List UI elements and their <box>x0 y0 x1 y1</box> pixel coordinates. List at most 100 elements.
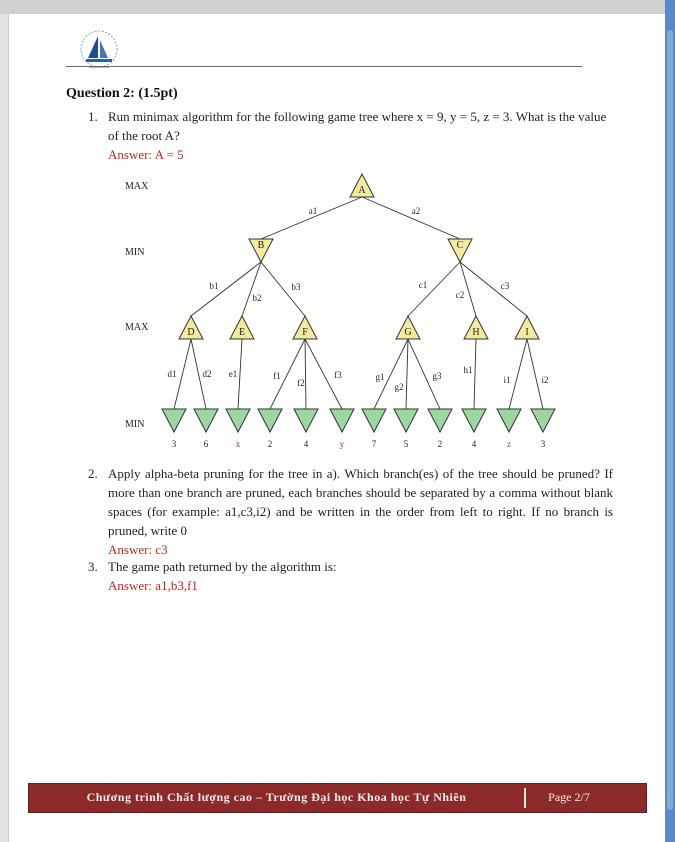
item-body: Run minimax algorithm for the following … <box>108 107 613 164</box>
edge-label-f1: f1 <box>273 371 281 381</box>
question-title: Question 2: (1.5pt) <box>66 86 178 101</box>
leaf-node-9 <box>461 408 487 434</box>
vertical-scrollbar[interactable] <box>665 0 675 842</box>
item-number: 2. <box>88 466 98 481</box>
leaf-value-5: y <box>340 439 345 449</box>
answer-text: Answer: c3 <box>108 542 168 557</box>
edge-leaf-5 <box>304 338 343 410</box>
node-G-label: G <box>404 327 411 338</box>
node-B <box>248 238 274 264</box>
answer-text: Answer: A = 5 <box>108 147 184 162</box>
edge-a2 <box>361 196 461 240</box>
page-footer: Chương trình Chất lượng cao – Trường Đại… <box>28 783 647 813</box>
leaf-value-9: 4 <box>472 439 477 449</box>
footer-separator <box>524 788 526 808</box>
leaf-value-2: x <box>236 439 241 449</box>
edge-b2 <box>241 261 262 317</box>
node-F-label: F <box>302 327 308 338</box>
leaf-value-11: 3 <box>541 439 546 449</box>
edge-a1 <box>260 196 363 240</box>
edge-label-c3: c3 <box>501 281 510 291</box>
level-label-min: MIN <box>125 247 144 258</box>
node-E <box>229 314 255 340</box>
edge-leaf-9 <box>473 338 477 410</box>
leaf-node-7 <box>393 408 419 434</box>
edge-label-b3: b3 <box>292 282 302 292</box>
edge-leaf-2 <box>237 338 243 410</box>
university-logo-icon <box>80 30 118 68</box>
edge-label-h1: h1 <box>464 365 473 375</box>
edge-label-a1: a1 <box>309 206 318 216</box>
node-G <box>395 314 421 340</box>
leaf-node-3 <box>257 408 283 434</box>
leaf-node-11 <box>530 408 556 434</box>
item-body: The game path returned by the algorithm … <box>108 557 613 595</box>
document-page <box>8 14 665 842</box>
leaf-value-0: 3 <box>172 439 177 449</box>
level-label-min: MIN <box>125 419 144 430</box>
leaf-node-1 <box>193 408 219 434</box>
leaf-value-1: 6 <box>204 439 209 449</box>
edge-label-a2: a2 <box>412 206 421 216</box>
leaf-value-8: 2 <box>438 439 443 449</box>
node-A <box>349 172 375 198</box>
edge-c2 <box>459 261 477 317</box>
item-text: The game path returned by the algorithm … <box>108 559 337 574</box>
edge-c3 <box>459 261 528 317</box>
level-label-max: MAX <box>125 322 149 333</box>
node-D-label: D <box>187 327 194 338</box>
edge-leaf-1 <box>190 338 207 410</box>
edge-leaf-8 <box>407 338 441 410</box>
edge-leaf-0 <box>173 338 192 410</box>
node-B-label: B <box>258 240 265 251</box>
edge-label-i2: i2 <box>541 375 548 385</box>
leaf-value-10: z <box>507 439 511 449</box>
edge-label-c2: c2 <box>456 290 465 300</box>
item-number: 1. <box>88 109 98 124</box>
edge-label-e1: e1 <box>229 369 238 379</box>
edge-label-d1: d1 <box>168 369 177 379</box>
answer-text: Answer: a1,b3,f1 <box>108 578 198 593</box>
node-D <box>178 314 204 340</box>
edge-leaf-4 <box>304 338 307 410</box>
edge-label-d2: d2 <box>203 369 212 379</box>
edge-label-f3: f3 <box>334 370 342 380</box>
edge-b3 <box>260 261 306 317</box>
item-number: 3. <box>88 559 98 574</box>
edge-c1 <box>407 261 461 317</box>
node-I <box>514 314 540 340</box>
leaf-node-5 <box>329 408 355 434</box>
leaf-value-4: 4 <box>304 439 309 449</box>
edge-leaf-7 <box>405 338 409 410</box>
leaf-value-7: 5 <box>404 439 409 449</box>
leaf-node-0 <box>161 408 187 434</box>
node-F <box>292 314 318 340</box>
node-H <box>463 314 489 340</box>
node-C <box>447 238 473 264</box>
edge-leaf-6 <box>373 338 409 410</box>
item-text: Apply alpha-beta pruning for the tree in… <box>108 466 613 538</box>
edge-leaf-3 <box>269 338 306 410</box>
edge-b1 <box>190 261 262 317</box>
leaf-node-10 <box>496 408 522 434</box>
top-bar <box>0 0 675 14</box>
level-label-max: MAX <box>125 181 149 192</box>
edge-label-b1: b1 <box>210 281 219 291</box>
footer-program-name: Chương trình Chất lượng cao – Trường Đại… <box>86 790 467 804</box>
edge-leaf-11 <box>526 338 544 410</box>
node-E-label: E <box>239 327 245 338</box>
edge-label-g2: g2 <box>395 382 404 392</box>
edge-leaf-10 <box>508 338 528 410</box>
leaf-node-2 <box>225 408 251 434</box>
edge-label-g3: g3 <box>433 371 443 381</box>
node-I-label: I <box>525 327 528 338</box>
node-A-label: A <box>358 185 366 196</box>
edge-label-c1: c1 <box>419 280 428 290</box>
leaf-node-4 <box>293 408 319 434</box>
edge-label-g1: g1 <box>376 372 385 382</box>
footer-page-number: Page 2/7 <box>548 790 590 804</box>
item-text: Run minimax algorithm for the following … <box>108 109 607 143</box>
scrollbar-thumb[interactable] <box>667 30 673 810</box>
node-H-label: H <box>472 327 479 338</box>
